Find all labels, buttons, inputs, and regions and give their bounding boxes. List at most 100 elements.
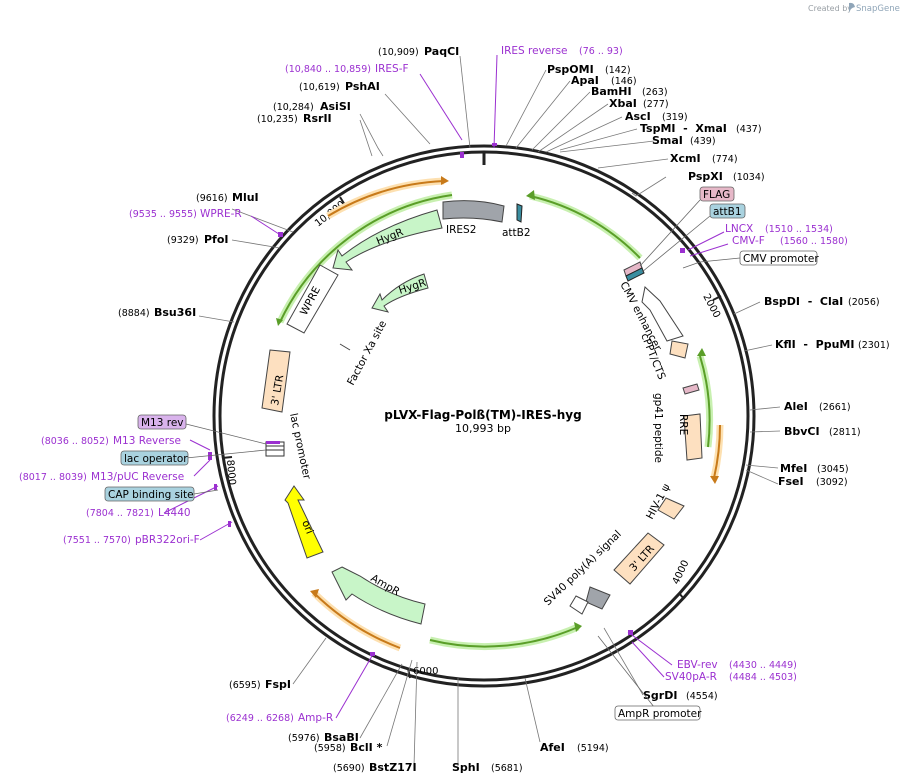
factor-xa-mark	[339, 343, 351, 351]
site-pos-bcli: (5958)	[314, 743, 346, 754]
site-fspi: FspI	[265, 678, 291, 691]
credit-prefix: Created by	[808, 4, 852, 13]
cmv-promoter-box	[739, 250, 818, 266]
site-asci: AscI	[625, 110, 651, 123]
primer-pos-sv40pa-r: (4484 .. 4503)	[729, 672, 797, 683]
tick-8000: 8000	[224, 459, 237, 485]
primer-leaders	[163, 54, 729, 719]
ires2-feature	[442, 200, 505, 223]
primer-cmv-f: CMV-F	[732, 235, 765, 247]
primer-ebv-rev: EBV-rev	[677, 659, 718, 671]
primer-pos-amp-r: (6249 .. 6268)	[226, 713, 294, 724]
gp41-feature	[682, 383, 700, 395]
gp41-label: gp41 peptide	[652, 393, 664, 463]
site-pos-bbvci: (2811)	[829, 427, 861, 438]
cppt-feature	[669, 340, 689, 359]
site-bspdi-clai: BspDI - ClaI	[764, 295, 843, 308]
ltr3-left-feature	[261, 349, 291, 413]
site-pfoi: PfoI	[204, 233, 229, 246]
box-leaders	[185, 199, 741, 713]
site-bcli: BclI *	[350, 741, 383, 754]
site-labels: (10,909) PaqCI (10,619) PshAI (10,284) A…	[118, 45, 890, 774]
sv40-feature	[585, 586, 611, 610]
attb1-box-label: attB1	[713, 206, 742, 218]
plasmid-name: pLVX-Flag-Polß(TM)-IRES-hyg	[384, 408, 581, 422]
site-pos-afei: (5194)	[577, 743, 609, 754]
site-xcmi: XcmI	[670, 152, 701, 165]
site-pos-rsrii: (10,235)	[257, 114, 298, 125]
ires2-label: IRES2	[446, 224, 476, 236]
tick-6000: 6000	[413, 666, 438, 677]
site-leaders	[198, 55, 781, 767]
site-apai: ApaI	[571, 74, 599, 87]
rre-label: RRE	[677, 414, 689, 435]
primer-sv40pa-r: SV40pA-R	[665, 671, 717, 683]
primer-ires-reverse: IRES reverse	[501, 45, 568, 57]
site-pspxi: PspXI	[688, 170, 723, 183]
site-pos-bstz17i: (5690)	[333, 763, 365, 774]
site-pos-sphi: (5681)	[491, 763, 523, 774]
primer-amp-r: Amp-R	[298, 712, 333, 724]
primer-pos-ebv-rev: (4430 .. 4449)	[729, 660, 797, 671]
cap-binding-site-box	[104, 486, 195, 502]
primer-pos-pbr322ori-f: (7551 .. 7570)	[63, 535, 131, 546]
site-fsei: FseI	[778, 475, 804, 488]
hygr-inner-arrow	[371, 273, 429, 313]
site-smai: SmaI	[652, 134, 683, 147]
site-pos-fspi: (6595)	[229, 680, 261, 691]
site-mfei: MfeI	[780, 462, 807, 475]
site-pos-tspmi-xmai: (437)	[736, 124, 762, 135]
site-pos-pshai: (10,619)	[299, 82, 340, 93]
site-pos-apai: (146)	[611, 76, 637, 87]
site-rsrii: RsrII	[303, 112, 332, 125]
hygr-inner-label: HygR	[397, 277, 427, 297]
lac-operator-box-label: lac operator	[124, 453, 188, 465]
site-pos-sgrdi: (4554)	[686, 691, 718, 702]
attb2-feature	[516, 203, 523, 223]
hygr-outer-arrow	[332, 209, 443, 271]
ltr3-left-label: 3' LTR	[269, 374, 286, 407]
primer-pos-ires-reverse: (76 .. 93)	[579, 46, 623, 57]
primer-pos-m13puc-reverse: (8017 .. 8039)	[19, 472, 87, 483]
primer-m13puc-reverse: M13/pUC Reverse	[91, 471, 184, 483]
site-pos-alei: (2661)	[819, 402, 851, 413]
site-xbai: XbaI	[609, 97, 637, 110]
site-sgrdi: SgrDI	[643, 689, 677, 702]
primer-ires-f: IRES-F	[375, 63, 409, 75]
site-bstz17i: BstZ17I	[369, 761, 417, 774]
primer-wpre-r: WPRE-R	[200, 208, 242, 220]
primer-pos-wpre-r: (9535 .. 9555)	[129, 209, 197, 220]
site-pos-bsabi: (5976)	[288, 733, 320, 744]
attb2-label: attB2	[502, 227, 531, 239]
site-bsu36i: Bsu36I	[154, 306, 196, 319]
site-pspomi: PspOMI	[547, 63, 594, 76]
primer-pbr322ori-f: pBR322ori-F	[135, 534, 200, 546]
site-bbvci: BbvCI	[784, 425, 820, 438]
wpre-feature	[286, 264, 339, 334]
site-pos-xcmi: (774)	[712, 154, 738, 165]
flag-box	[699, 186, 735, 202]
site-pos-bsu36i: (8884)	[118, 308, 150, 319]
site-afei: AfeI	[540, 741, 565, 754]
site-bamhi: BamHI	[591, 85, 632, 98]
m13-rev-box-label: M13 rev	[141, 417, 184, 429]
site-alei: AleI	[784, 400, 808, 413]
ampr-promoter-box-label: AmpR promoter	[618, 708, 702, 720]
cmv-promoter-box-label: CMV promoter	[743, 253, 819, 265]
site-pos-bspdi-clai: (2056)	[848, 297, 880, 308]
site-tspmi-xmai: TspMI - XmaI	[640, 122, 727, 135]
boxed-labels: FLAG attB1 CMV promoter M13 rev lac oper…	[104, 186, 819, 721]
site-pos-mlui: (9616)	[196, 193, 228, 204]
primer-pos-lncx: (1510 .. 1534)	[765, 224, 833, 235]
ampr-feature	[331, 566, 426, 625]
site-bsabi: BsaBI	[324, 731, 359, 744]
site-pos-asisi: (10,284)	[273, 102, 314, 113]
site-pos-kfli-ppumi: (2301)	[858, 340, 890, 351]
site-pos-mfei: (3045)	[817, 464, 849, 475]
rre-feature	[683, 413, 703, 461]
primer-m13-reverse: M13 Reverse	[113, 435, 181, 447]
primer-labels: IRES reverse (76 .. 93) (10,840 .. 10,85…	[19, 45, 848, 724]
attb1-feature	[625, 267, 645, 282]
site-paqci: PaqCI	[424, 45, 459, 58]
lac-operator-box	[120, 450, 189, 466]
